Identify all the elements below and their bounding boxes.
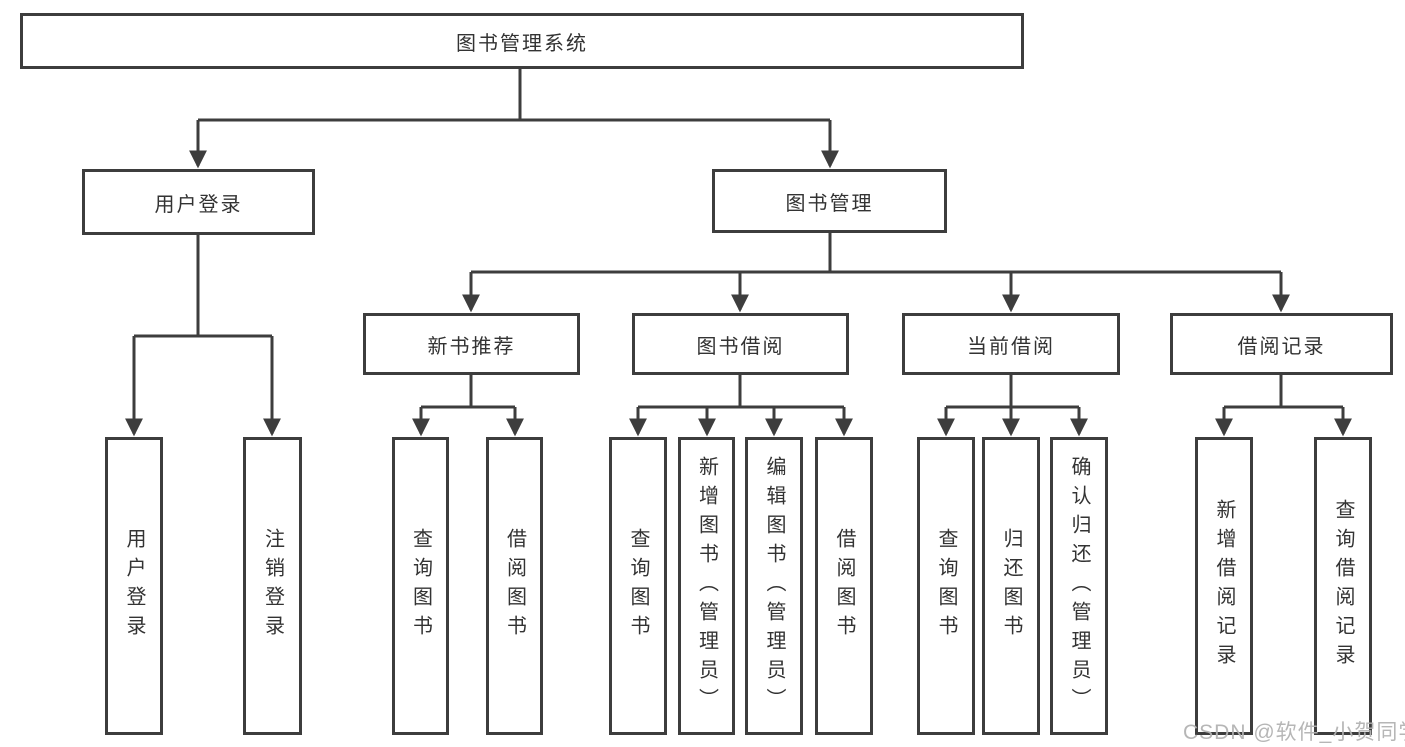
node-label: 借阅图书 (503, 528, 526, 644)
node-label: 确认归还（管理员） (1068, 455, 1090, 717)
leaf-query-borrow-record: 查询借阅记录 (1314, 437, 1372, 735)
node-user-login-module: 用户登录 (82, 169, 315, 235)
leaf-borrow-books-borrowing: 借阅图书 (815, 437, 873, 735)
leaf-query-books-recommend: 查询图书 (392, 437, 449, 735)
leaf-borrow-books-recommend: 借阅图书 (486, 437, 543, 735)
leaf-user-login: 用户登录 (105, 437, 163, 735)
node-label: 图书管理系统 (456, 32, 588, 55)
leaf-query-books-current: 查询图书 (917, 437, 975, 735)
node-label: 查询借阅记录 (1332, 499, 1354, 673)
node-label: 图书管理 (785, 192, 874, 215)
leaf-query-books-borrowing: 查询图书 (609, 437, 667, 735)
node-library-system: 图书管理系统 (20, 13, 1024, 69)
leaf-add-borrow-record: 新增借阅记录 (1195, 437, 1253, 735)
node-label: 图书借阅 (696, 335, 785, 358)
node-current-borrowing: 当前借阅 (902, 313, 1120, 375)
node-label: 新增借阅记录 (1213, 499, 1235, 673)
node-borrowing-records: 借阅记录 (1170, 313, 1393, 375)
node-label: 借阅图书 (833, 528, 855, 644)
leaf-edit-books-admin: 编辑图书（管理员） (745, 437, 803, 735)
node-label: 借阅记录 (1237, 335, 1326, 358)
node-label: 查询图书 (409, 528, 432, 644)
node-label: 归还图书 (1000, 528, 1022, 644)
node-new-book-recommend: 新书推荐 (363, 313, 580, 375)
leaf-add-books-admin: 新增图书（管理员） (678, 437, 735, 735)
node-label: 用户登录 (123, 528, 145, 644)
node-label: 查询图书 (935, 528, 957, 644)
node-label: 注销登录 (261, 528, 284, 644)
node-label: 用户登录 (154, 193, 243, 216)
node-book-borrowing: 图书借阅 (632, 313, 849, 375)
leaf-return-books: 归还图书 (982, 437, 1040, 735)
csdn-watermark: CSDN @软件_小贺同学 (1183, 721, 1405, 744)
node-label: 编辑图书（管理员） (763, 455, 785, 717)
node-label: 新增图书（管理员） (695, 455, 718, 717)
node-book-management: 图书管理 (712, 169, 947, 233)
leaf-logout: 注销登录 (243, 437, 302, 735)
node-label: 当前借阅 (967, 335, 1055, 358)
node-label: 查询图书 (627, 528, 649, 644)
node-label: 新书推荐 (427, 335, 516, 358)
leaf-confirm-return-admin: 确认归还（管理员） (1050, 437, 1108, 735)
